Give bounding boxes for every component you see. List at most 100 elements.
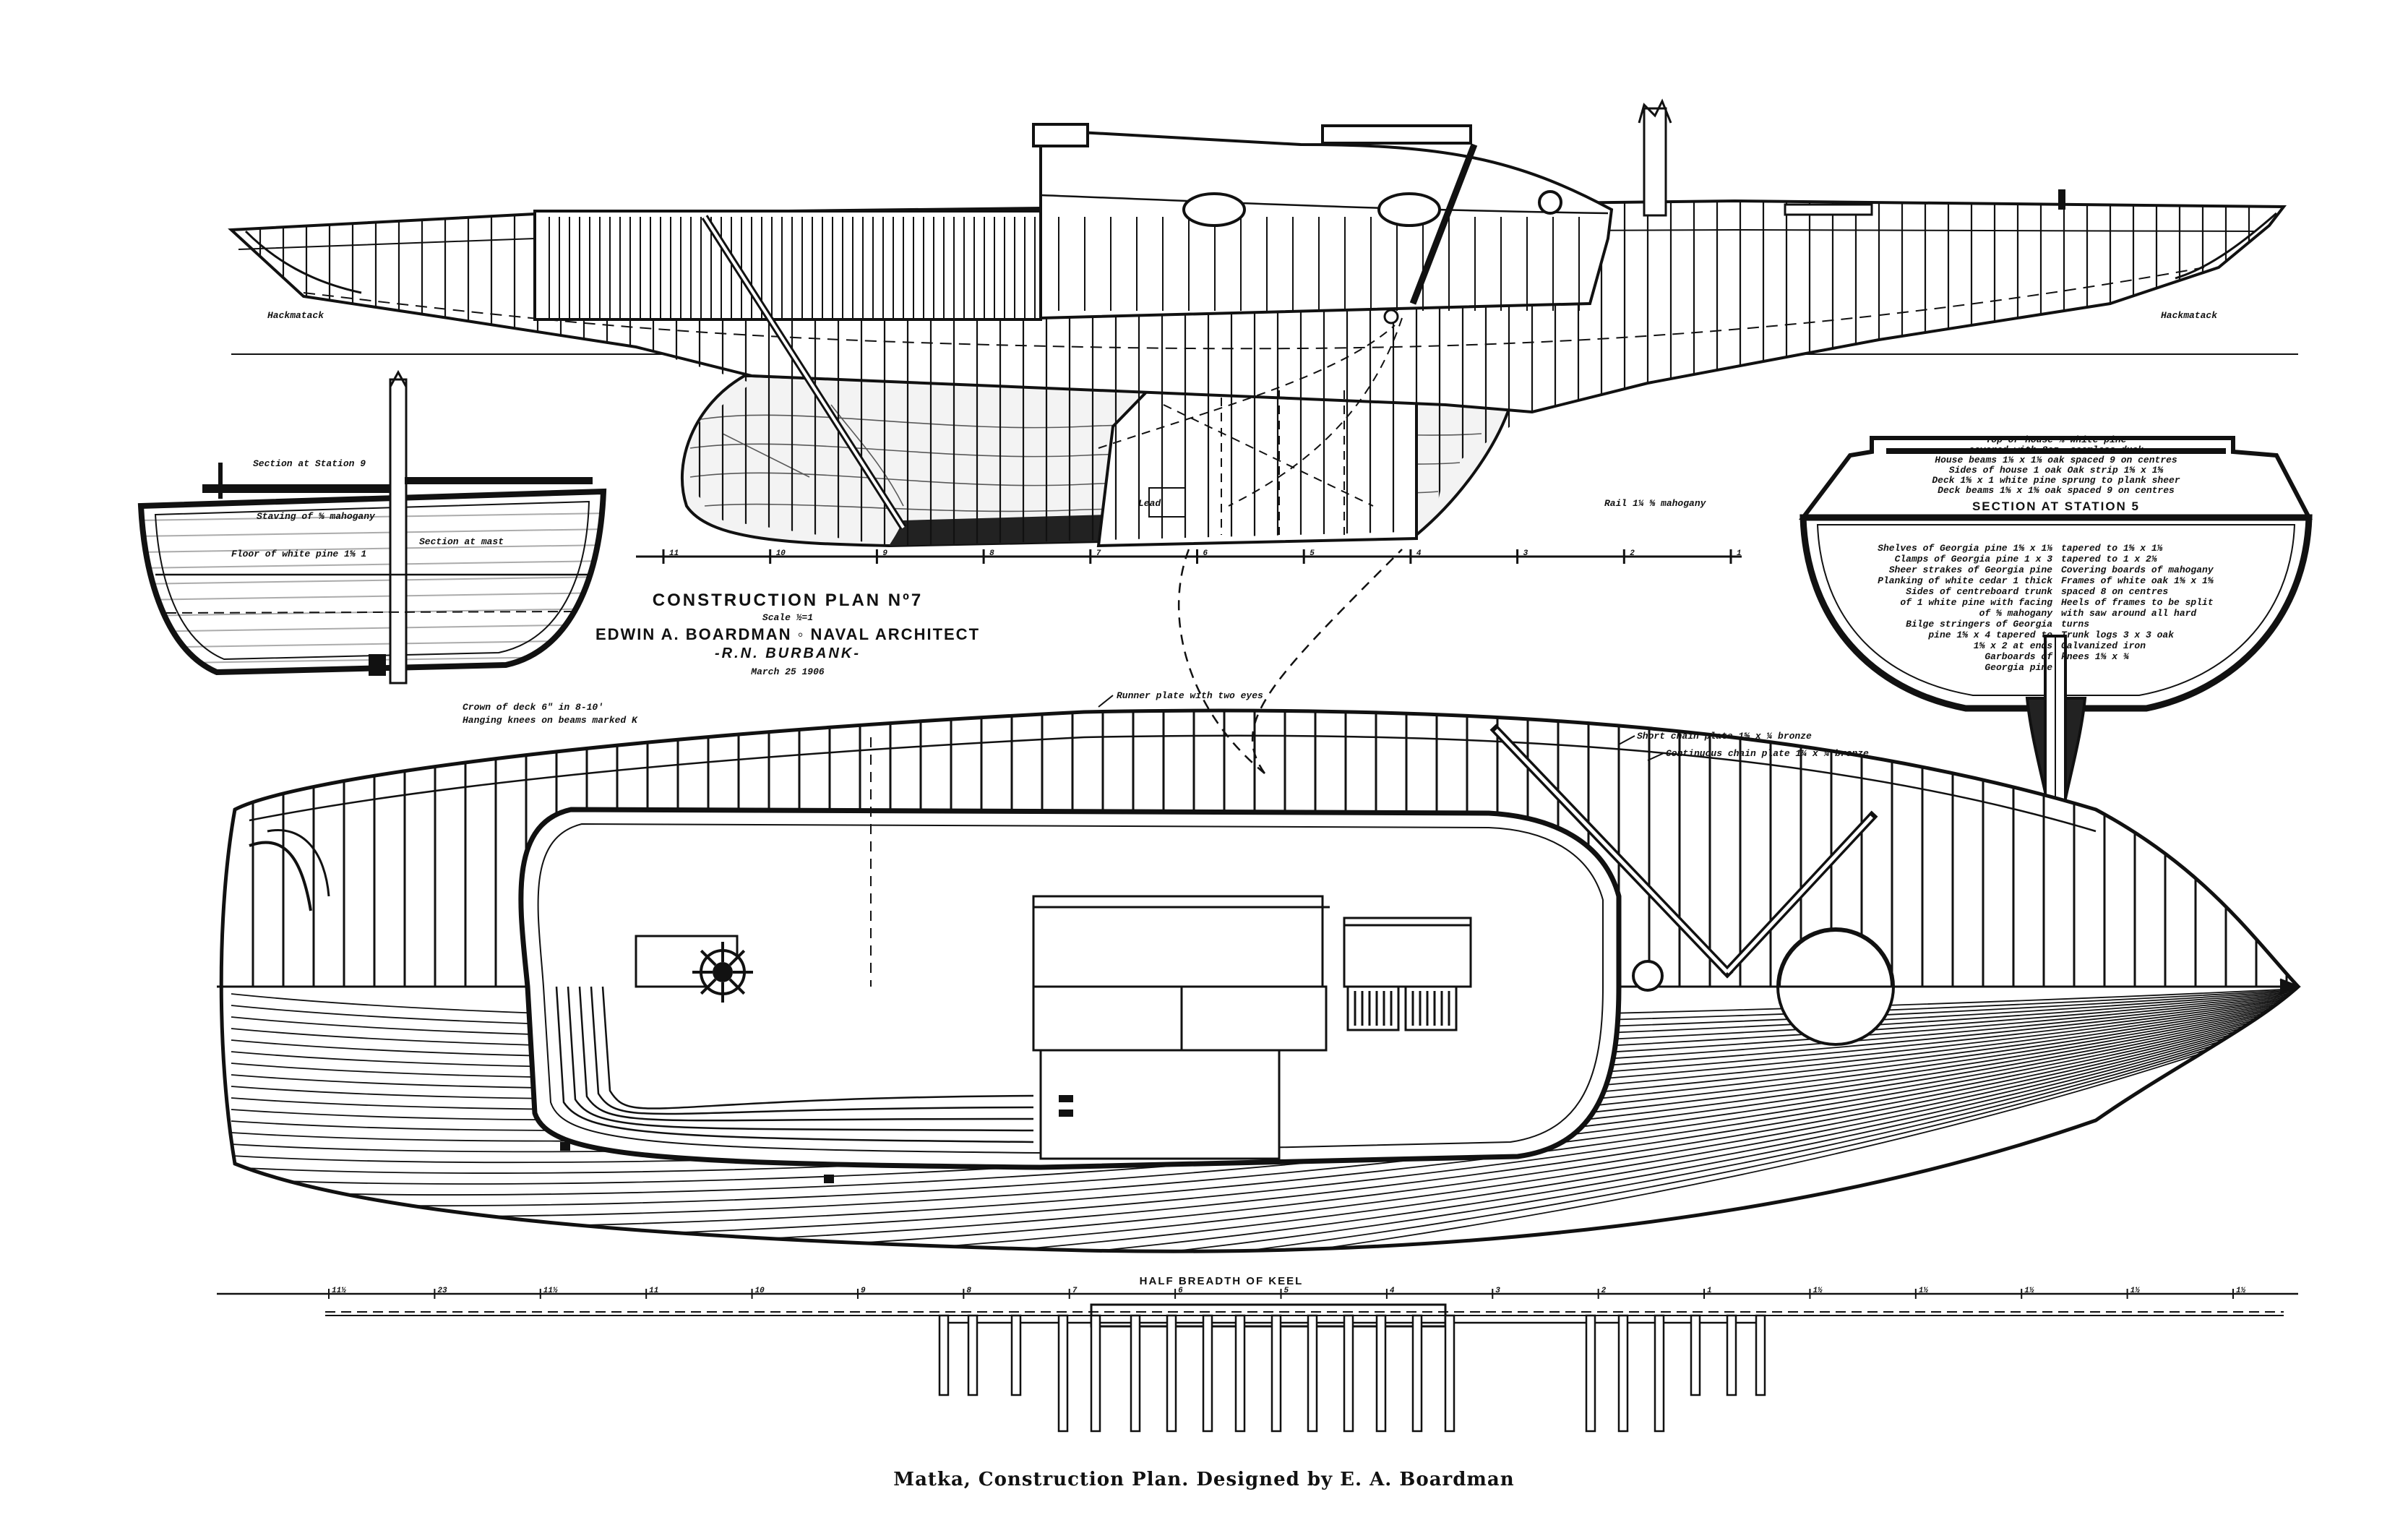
keel-station-label: 10 bbox=[755, 1287, 765, 1295]
steering-wheel-icon bbox=[692, 942, 753, 1003]
cockpit-strake bbox=[601, 986, 1034, 1110]
keel-floor bbox=[1166, 1314, 1177, 1433]
deck-plank bbox=[231, 1019, 2298, 1252]
keel-floor bbox=[1307, 1314, 1318, 1433]
note-line: House beams 1⅛ x 1⅛ oak spaced 9 on cent… bbox=[1935, 455, 2177, 465]
staving-label: Staving of ⅝ mahogany bbox=[257, 511, 376, 522]
station-label: 10 bbox=[776, 549, 786, 558]
deck-plan bbox=[217, 549, 2302, 1253]
keel-floor bbox=[1375, 1314, 1387, 1433]
plank-line bbox=[141, 592, 603, 601]
plank-line bbox=[141, 528, 603, 537]
knees-note: Hanging knees on beams marked K bbox=[463, 715, 638, 726]
keel-station-label: 1½ bbox=[2130, 1287, 2141, 1295]
deck-plank bbox=[231, 1013, 2298, 1252]
keel-station-label: 1½ bbox=[1813, 1287, 1823, 1295]
skylight-grating bbox=[1346, 985, 1458, 1031]
note-line: of ⅝ mahogany bbox=[1979, 608, 2054, 619]
keel-floor bbox=[938, 1314, 950, 1396]
keel-floor bbox=[1130, 1314, 1141, 1433]
cockpit-strake bbox=[590, 986, 1034, 1115]
deck-plank bbox=[231, 1018, 2298, 1252]
section-station-5 bbox=[1798, 436, 2313, 811]
mast-stub bbox=[1643, 107, 1667, 217]
keel-floor bbox=[1411, 1314, 1423, 1433]
keel-floor bbox=[1444, 1314, 1455, 1433]
station-label: 7 bbox=[1096, 549, 1101, 558]
porthole bbox=[1377, 192, 1441, 227]
keel-station-label: 8 bbox=[966, 1287, 971, 1295]
note-line: Trunk logs 3 x 3 oak bbox=[2061, 630, 2174, 640]
cabin-house bbox=[1039, 128, 1614, 320]
station-label: 3 bbox=[1523, 549, 1528, 558]
keel-station-label: 11½ bbox=[543, 1287, 558, 1295]
note-line: Deck 1⅝ x 1 white pine sprung to plank s… bbox=[1932, 475, 2180, 486]
note-line: Deck beams 1⅝ x 1⅝ oak spaced 9 on centr… bbox=[1938, 485, 2175, 496]
section-station9-label: Section at Station 9 bbox=[253, 458, 366, 469]
note-line: Garboards of bbox=[1985, 651, 2053, 662]
plank-line bbox=[141, 624, 603, 632]
plan-date: March 25 1906 bbox=[750, 666, 825, 677]
keel-floor bbox=[1654, 1314, 1665, 1433]
plank-line bbox=[141, 512, 603, 521]
keel-station-label: 1½ bbox=[2024, 1287, 2034, 1295]
draughtsman: -R.N. BURBANK- bbox=[715, 645, 861, 661]
crown-note: Crown of deck 6" in 8-10' bbox=[463, 702, 603, 713]
deck-plank bbox=[231, 1014, 2298, 1252]
keel-floor bbox=[1585, 1314, 1596, 1433]
station-label: 2 bbox=[1630, 549, 1635, 558]
continuous-chain-plate-label: Continuous chain plate 1¼ x ¼ bronze bbox=[1666, 748, 1869, 759]
rail-label: Rail 1¼ ⅝ mahogany bbox=[1604, 498, 1707, 509]
keel-floor bbox=[1726, 1314, 1737, 1396]
keel-station-label: 1½ bbox=[2236, 1287, 2246, 1295]
keel-floor bbox=[1090, 1314, 1101, 1433]
station-label: 8 bbox=[989, 549, 994, 558]
cockpit-strake bbox=[555, 986, 1034, 1143]
deck-plank bbox=[231, 1016, 2298, 1252]
keel-station-label: 1 bbox=[1707, 1287, 1712, 1295]
station-label: 4 bbox=[1416, 549, 1422, 558]
porthole bbox=[1182, 192, 1246, 227]
keel-station-label: 4 bbox=[1390, 1287, 1395, 1295]
note-line: Georgia pine bbox=[1985, 662, 2052, 673]
hackmatack-right-label: Hackmatack bbox=[2161, 310, 2217, 321]
note-line: covered with 8oz. seamless duck bbox=[1969, 445, 2143, 455]
note-line: Shelves of Georgia pine 1⅝ x 1⅛ bbox=[1878, 543, 2052, 554]
note-line: Sides of centreboard trunk bbox=[1906, 586, 2052, 597]
cockpit-coaming bbox=[533, 210, 1042, 321]
deck-plank bbox=[231, 1008, 2298, 1206]
hackmatack-left-label: Hackmatack bbox=[267, 310, 324, 321]
keel-station-label: 9 bbox=[861, 1287, 866, 1295]
keel-floor bbox=[1057, 1314, 1069, 1433]
section-mast-label: Section at mast bbox=[419, 536, 504, 547]
cockpit-strake bbox=[578, 986, 1034, 1122]
note-line: tapered to 1 x 2⅛ bbox=[2061, 554, 2157, 565]
note-line: Clamps of Georgia pine 1 x 3 bbox=[1895, 554, 2053, 565]
keel-floor bbox=[1690, 1314, 1701, 1396]
lead-label: Lead bbox=[1138, 498, 1161, 509]
note-line: Heels of frames to be split bbox=[2061, 597, 2214, 608]
keel-floor bbox=[1010, 1314, 1022, 1396]
deck-plank bbox=[231, 1015, 2298, 1252]
deck-plank bbox=[231, 1017, 2298, 1252]
station-label: 11 bbox=[669, 549, 679, 558]
keel-floor bbox=[1202, 1314, 1213, 1433]
station-label: 5 bbox=[1310, 549, 1315, 558]
keel-station-label: 7 bbox=[1072, 1287, 1078, 1295]
keel-station-label: 11½ bbox=[332, 1287, 346, 1295]
keel-floor bbox=[1343, 1314, 1354, 1433]
note-line: knees 1⅝ x ¾ bbox=[2061, 651, 2130, 662]
plank-line bbox=[141, 544, 603, 553]
bitts-icon bbox=[560, 1095, 1073, 1183]
keel-floor bbox=[967, 1314, 979, 1396]
note-line: turns bbox=[2061, 619, 2089, 630]
keel-station-label: 23 bbox=[437, 1287, 447, 1295]
figure-caption: Matka, Construction Plan. Designed by E.… bbox=[893, 1469, 1514, 1490]
note-line: spaced 8 on centres bbox=[2061, 586, 2168, 597]
architect-name: EDWIN A. BOARDMAN ◦ NAVAL ARCHITECT bbox=[595, 625, 980, 643]
